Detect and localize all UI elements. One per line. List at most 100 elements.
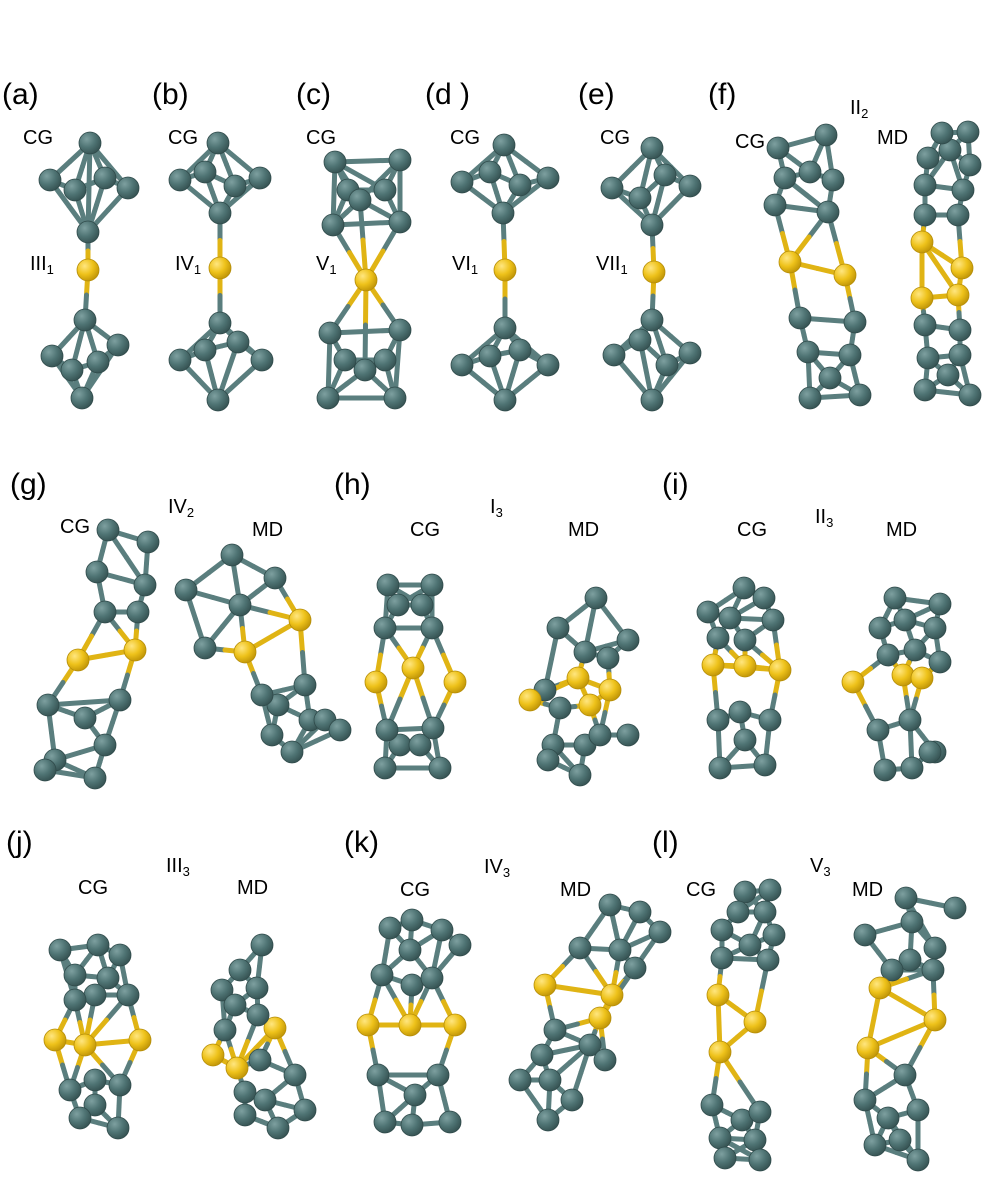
cluster-atom xyxy=(628,328,652,352)
dopant-atom xyxy=(533,973,557,997)
cluster-atom xyxy=(588,723,612,747)
cluster-atom xyxy=(375,718,399,742)
cluster-atom xyxy=(83,1093,107,1117)
cluster-atom xyxy=(398,938,422,962)
cluster-atom xyxy=(450,353,474,377)
cluster-atom xyxy=(903,638,927,662)
cluster-atom xyxy=(280,740,304,764)
cluster-atom xyxy=(96,518,120,542)
cluster-atom xyxy=(168,348,192,372)
cluster-atom xyxy=(752,586,776,610)
cluster-atom xyxy=(93,166,117,190)
cluster-atom xyxy=(640,308,664,332)
cluster-atom xyxy=(421,716,445,740)
cluster-atom xyxy=(448,933,472,957)
dopant-atom xyxy=(856,1036,880,1060)
panel-a-cg-label: CG xyxy=(23,127,53,149)
cluster-atom xyxy=(400,973,424,997)
cluster-atom xyxy=(410,593,434,617)
cluster-atom xyxy=(478,160,502,184)
cluster-atom xyxy=(63,963,87,987)
cluster-atom xyxy=(233,1080,257,1104)
dopant-atom xyxy=(518,688,542,712)
cluster-atom xyxy=(598,893,622,917)
cluster-atom xyxy=(696,600,720,624)
dopant-atom xyxy=(566,666,590,690)
cluster-atom xyxy=(193,636,217,660)
cluster-atom xyxy=(602,343,626,367)
cluster-atom xyxy=(63,178,87,202)
dopant-atom xyxy=(950,256,974,280)
cluster-atom xyxy=(223,993,247,1017)
cluster-atom xyxy=(536,353,560,377)
cluster-atom xyxy=(208,311,232,335)
cluster-atom xyxy=(863,1133,887,1157)
cluster-atom xyxy=(796,340,820,364)
cluster-atom xyxy=(420,573,444,597)
cluster-atom xyxy=(763,193,787,217)
cluster-atom xyxy=(250,348,274,372)
cluster-atom xyxy=(383,386,407,410)
cluster-atom xyxy=(640,388,664,412)
cluster-atom xyxy=(83,983,107,1007)
cluster-atom xyxy=(640,213,664,237)
cluster-atom xyxy=(700,1093,724,1117)
cluster-atom xyxy=(726,900,750,924)
panel-c-species-label: V1 xyxy=(316,253,337,277)
cluster-atom xyxy=(868,616,892,640)
cluster-atom xyxy=(73,308,97,332)
dopant-atom xyxy=(364,670,388,694)
cluster-atom xyxy=(916,146,940,170)
cluster-atom xyxy=(85,560,109,584)
dopant-atom xyxy=(868,976,892,1000)
cluster-atom xyxy=(108,688,132,712)
dopant-atom xyxy=(701,653,725,677)
cluster-atom xyxy=(228,593,252,617)
cluster-atom xyxy=(706,626,730,650)
cluster-atom xyxy=(116,983,140,1007)
cluster-atom xyxy=(708,1126,732,1150)
cluster-atom xyxy=(373,616,397,640)
dopant-atom xyxy=(263,1016,287,1040)
dopant-atom xyxy=(66,648,90,672)
cluster-atom xyxy=(378,916,402,940)
panel-e-cg-label: CG xyxy=(600,127,630,149)
cluster-atom xyxy=(508,1068,532,1092)
dopant-atom xyxy=(225,1056,249,1080)
cluster-atom xyxy=(756,948,780,972)
cluster-atom xyxy=(373,178,397,202)
cluster-atom xyxy=(888,1128,912,1152)
panel-g-md-label: MD xyxy=(252,519,284,541)
cluster-atom xyxy=(761,608,785,632)
dopant-atom xyxy=(778,250,802,274)
cluster-atom xyxy=(348,188,372,212)
panel-c-cg-label: CG xyxy=(306,127,336,149)
cluster-atom xyxy=(388,210,412,234)
panel-i-cg-label: CG xyxy=(737,519,767,541)
cluster-atom xyxy=(426,1063,450,1087)
cluster-atom xyxy=(133,573,157,597)
panel-a-species-label: III1 xyxy=(30,253,54,277)
cluster-atom xyxy=(168,168,192,192)
cluster-atom xyxy=(373,1110,397,1134)
cluster-atom xyxy=(86,350,110,374)
cluster-atom xyxy=(713,1146,737,1170)
cluster-atom xyxy=(373,348,397,372)
panel-b-cg-label: CG xyxy=(168,127,198,149)
cluster-atom xyxy=(93,733,117,757)
cluster-atom xyxy=(193,160,217,184)
panel-f-cg-label: CG xyxy=(735,131,765,153)
cluster-atom xyxy=(838,343,862,367)
cluster-atom xyxy=(880,958,904,982)
cluster-atom xyxy=(898,708,922,732)
cluster-atom xyxy=(83,1068,107,1092)
cluster-atom xyxy=(323,150,347,174)
cluster-atom xyxy=(728,700,752,724)
cluster-atom xyxy=(400,908,424,932)
dopant-atom xyxy=(923,1008,947,1032)
cluster-atom xyxy=(538,1068,562,1092)
cluster-atom xyxy=(373,756,397,780)
dopant-atom xyxy=(208,256,232,280)
cluster-atom xyxy=(733,880,757,904)
panel-b-species-label: IV1 xyxy=(175,253,202,277)
